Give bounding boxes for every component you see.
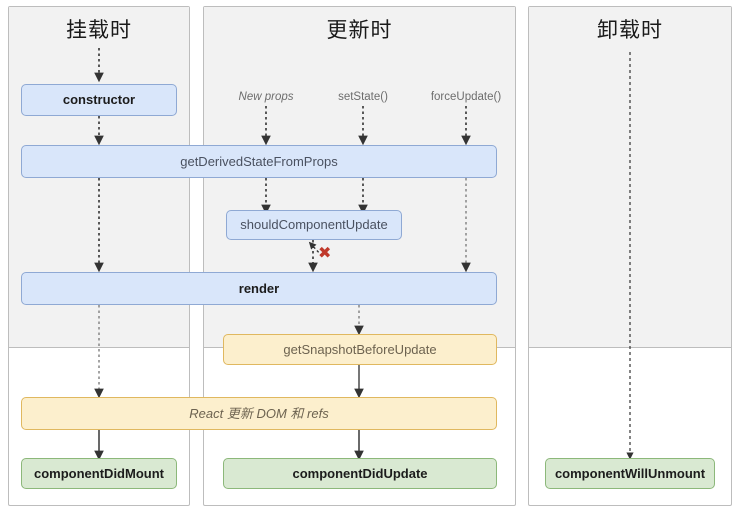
node-component-did-update[interactable]: componentDidUpdate — [223, 458, 497, 489]
node-react-updates-dom-and-refs[interactable]: React 更新 DOM 和 refs — [21, 397, 497, 430]
column-title-updating: 更新时 — [326, 19, 393, 42]
node-get-derived-state-from-props[interactable]: getDerivedStateFromProps — [21, 145, 497, 178]
node-render[interactable]: render — [21, 272, 497, 305]
skip-update-x-icon: ✖ — [318, 243, 332, 262]
trigger-new-props: New props — [238, 91, 294, 103]
node-component-did-mount[interactable]: componentDidMount — [21, 458, 177, 489]
column-title-unmounting: 卸载时 — [597, 19, 663, 42]
node-component-will-unmount[interactable]: componentWillUnmount — [545, 458, 715, 489]
node-constructor[interactable]: constructor — [21, 84, 177, 116]
trigger-force-update: forceUpdate() — [430, 91, 502, 103]
column-title-mounting: 挂载时 — [66, 19, 132, 42]
trigger-set-state: setState() — [338, 91, 388, 103]
node-get-snapshot-before-update[interactable]: getSnapshotBeforeUpdate — [223, 334, 497, 365]
node-should-component-update[interactable]: shouldComponentUpdate — [226, 210, 402, 240]
